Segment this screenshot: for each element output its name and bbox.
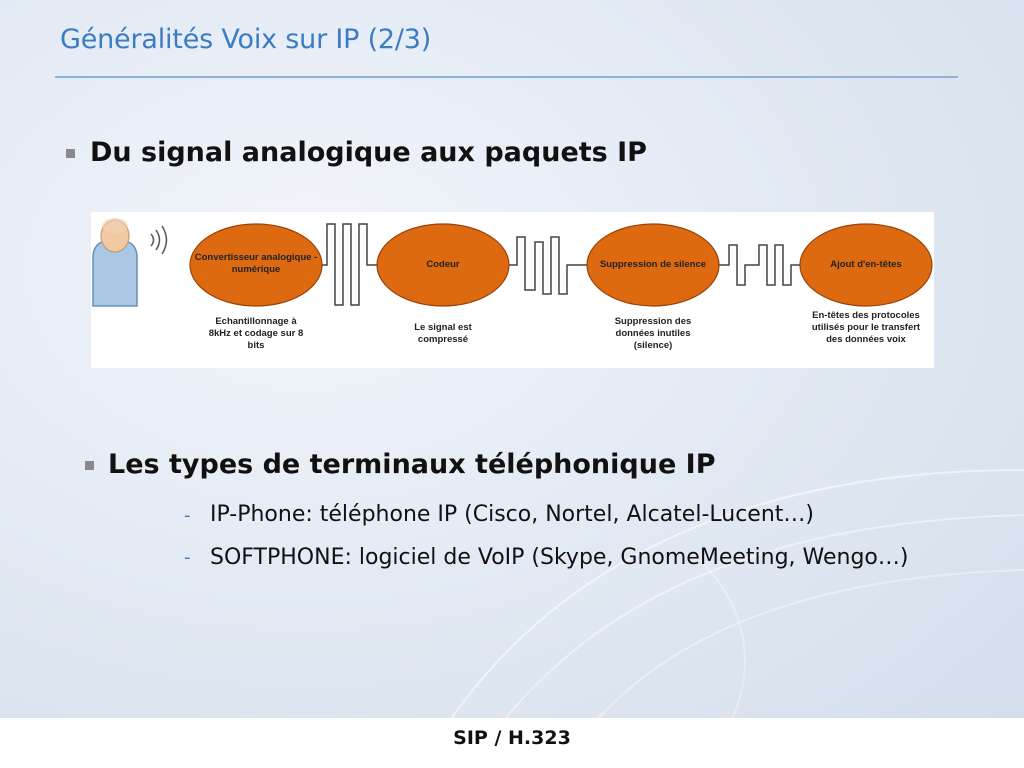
node-label-encoder: Codeur xyxy=(426,259,460,270)
voip-signal-diagram: Convertisseur analogique - numérique Cod… xyxy=(91,212,934,368)
signal-waveform-3 xyxy=(719,244,800,286)
node-label-silence: Suppression de silence xyxy=(599,259,707,270)
footer-text: SIP / H.323 xyxy=(453,727,571,749)
caption-silence: Suppression des données inutiles (silenc… xyxy=(614,316,692,351)
list-item-softphone: SOFTPHONE: logiciel de VoIP (Skype, Gnom… xyxy=(210,545,909,570)
caption-ad-converter: Echantillonnage à 8kHz et codage sur 8 b… xyxy=(208,316,304,351)
bullet-square-icon xyxy=(66,149,75,158)
node-label-headers: Ajout d'en-têtes xyxy=(830,259,902,270)
dash-bullet-icon: - xyxy=(184,547,191,568)
section-heading-signal: Du signal analogique aux paquets IP xyxy=(90,137,647,168)
list-item-ip-phone: IP-Phone: téléphone IP (Cisco, Nortel, A… xyxy=(210,502,814,527)
signal-waveform-2 xyxy=(509,236,587,295)
person-icon xyxy=(92,218,138,307)
signal-waveform-1 xyxy=(322,223,377,306)
page-title: Généralités Voix sur IP (2/3) xyxy=(60,24,432,55)
caption-encoder: Le signal est compressé xyxy=(414,322,472,345)
sound-waves-icon xyxy=(150,225,168,255)
title-divider xyxy=(55,76,958,78)
section-heading-terminals: Les types de terminaux téléphonique IP xyxy=(108,449,716,480)
caption-headers: En-têtes des protocoles utilisés pour le… xyxy=(811,310,921,345)
bullet-square-icon xyxy=(85,461,94,470)
footer-band xyxy=(0,718,1024,768)
dash-bullet-icon: - xyxy=(184,505,191,526)
node-label-ad-converter: Convertisseur analogique - numérique xyxy=(194,252,318,275)
